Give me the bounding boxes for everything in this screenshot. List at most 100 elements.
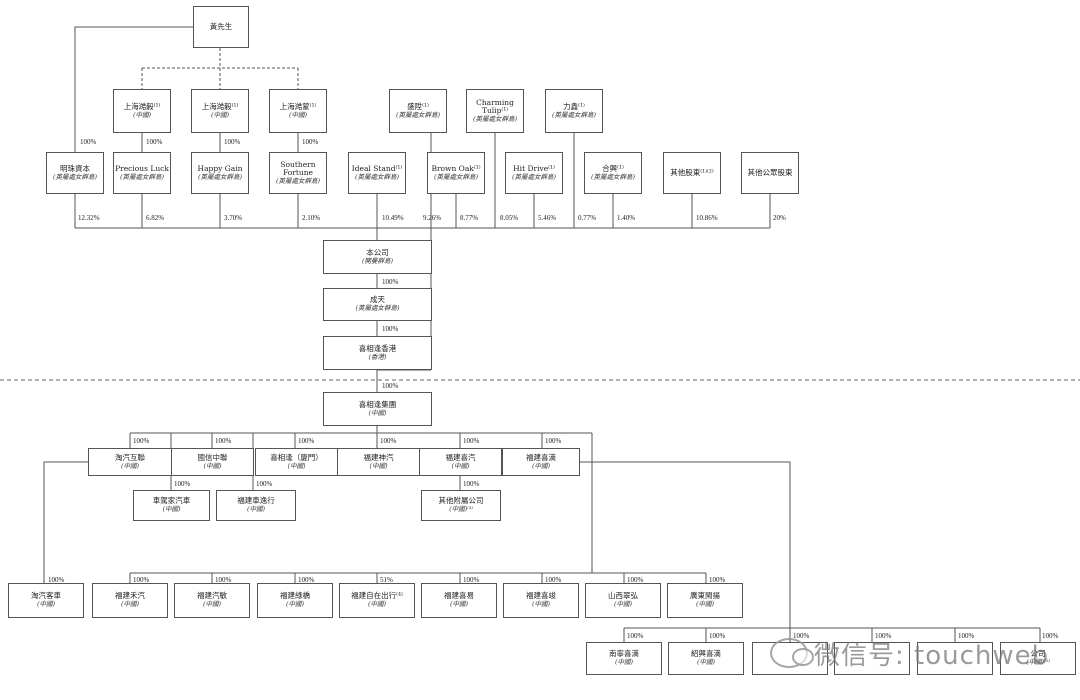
watermark-text: 微信号: touchweb <box>814 640 1050 671</box>
box-name: 福建喜汽 <box>445 452 476 462</box>
box-name: 廣東閩揚 <box>690 591 720 601</box>
pct-label: 100% <box>463 480 480 488</box>
box-group: 喜相逢集團 (中國) <box>323 392 432 426</box>
pct-label: 100% <box>224 138 241 146</box>
box-huang: 黃先生 <box>193 6 249 48</box>
pct-label: 100% <box>463 576 480 584</box>
pct-label: 100% <box>174 480 191 488</box>
pct-label: 5.46% <box>538 214 557 222</box>
box-name: 福建喜竣 <box>526 591 556 601</box>
box-jurisdiction: (中國) <box>696 658 716 667</box>
box-jurisdiction: (英屬處女群島) <box>395 110 441 119</box>
pct-label: 100% <box>256 480 273 488</box>
pct-label: 100% <box>215 576 232 584</box>
pct-label: 100% <box>382 382 399 390</box>
box-shaoxing: 紹興喜滴 (中國) <box>668 642 744 675</box>
box-jurisdiction: (中國) <box>369 461 388 470</box>
box-sh-haoli: 上海澔毅⁽¹⁾ (中國) <box>191 89 249 133</box>
box-jurisdiction: (香港) <box>368 352 387 361</box>
box-sh-haomeng: 上海澔蒙⁽¹⁾ (中國) <box>269 89 327 133</box>
box-name: 南寧喜滴 <box>609 649 639 659</box>
box-name: 福建綠橋 <box>280 591 310 601</box>
box-southern-fortune: Southern Fortune (英屬處女群島) <box>269 152 327 194</box>
pct-label: 20% <box>773 214 786 222</box>
box-jurisdiction: (中國) <box>132 110 152 119</box>
pct-label: 100% <box>709 632 726 640</box>
box-brown-oak: Brown Oak⁽¹⁾ (英屬處女群島) <box>427 152 485 194</box>
box-jurisdiction: (中國) <box>162 505 181 514</box>
pct-label: 0.77% <box>578 214 597 222</box>
box-sub-2 <box>834 642 910 675</box>
box-jurisdiction: (中國) <box>531 461 551 470</box>
box-mingzhu: 明珠資本 (英屬處女群島) <box>46 152 104 194</box>
box-luqiao: 福建綠橋 (中國) <box>257 583 333 618</box>
box-name: 力鑫⁽¹⁾ <box>563 101 585 111</box>
pct-label: 10.49% <box>382 214 404 222</box>
box-name: 上海澔毅⁽¹⁾ <box>123 101 161 111</box>
pct-label: 100% <box>793 632 810 640</box>
box-jurisdiction: (中國) <box>613 600 633 609</box>
box-name: 福建神汽 <box>363 452 394 462</box>
box-name: Happy Gain <box>197 163 243 173</box>
box-xiyue: 福建喜易 (中國) <box>421 583 497 618</box>
pct-label: 100% <box>380 437 397 445</box>
pct-label: 100% <box>146 138 163 146</box>
box-zizai: 福建自在出行⁽⁴⁾ (中國) <box>339 583 415 618</box>
box-jurisdiction: (中國) <box>695 600 715 609</box>
box-jurisdiction: (英屬處女群島) <box>433 172 479 181</box>
pct-label: 100% <box>133 576 150 584</box>
box-jurisdiction: (中國) <box>246 505 266 514</box>
box-sub-3 <box>917 642 993 675</box>
box-shengsheng: 盛陞⁽¹⁾ (英屬處女群島) <box>389 89 447 133</box>
connector <box>74 26 193 152</box>
pct-label: 100% <box>627 576 644 584</box>
box-jurisdiction: (中國) <box>285 600 305 609</box>
watermark: 微信号: touchweb <box>770 630 1070 676</box>
box-happy-gain: Happy Gain (英屬處女群島) <box>191 152 249 194</box>
box-name: 紹興喜滴 <box>691 649 721 659</box>
box-jurisdiction: (開曼群島) <box>361 256 394 265</box>
box-jurisdiction: (中國) <box>287 461 306 470</box>
pct-label: 100% <box>215 437 232 445</box>
box-name: 喜相逢集團 <box>358 399 397 409</box>
box-name: 其他附屬公司 <box>438 496 484 506</box>
pct-label: 8.05% <box>500 214 519 222</box>
box-charming-tulip: Charming Tulip⁽¹⁾ (英屬處女群島) <box>466 89 524 133</box>
box-jurisdiction: (英屬處女群島) <box>472 114 518 123</box>
pct-label: 100% <box>382 278 399 286</box>
pct-label: 9.26% <box>423 214 442 222</box>
box-jurisdiction: (英屬處女群島) <box>119 172 165 181</box>
box-guangdong: 廣東閩揚 (中國) <box>667 583 743 618</box>
box-name: 盛陞⁽¹⁾ <box>407 101 429 111</box>
box-name: 黃先生 <box>209 21 233 31</box>
box-company: 本公司 (開曼群島) <box>323 240 432 274</box>
pct-label: 100% <box>302 138 319 146</box>
box-jurisdiction: (英屬處女群島) <box>197 172 243 181</box>
box-name: 福建禾汽 <box>115 591 145 601</box>
pct-label: 1.40% <box>617 214 636 222</box>
pct-label: 100% <box>298 437 315 445</box>
box-jurisdiction: (中國) <box>36 600 56 609</box>
pct-label: 12.32% <box>78 214 100 222</box>
box-cheyi: 福建車逸行 (中國) <box>216 490 296 521</box>
box-jurisdiction: (中國) <box>203 461 222 470</box>
box-hk: 喜相逢香港 (香港) <box>323 336 432 370</box>
box-name: Hit Drive⁽¹⁾ <box>513 163 555 173</box>
box-name: 其他股東⁽¹⁾⁽²⁾ <box>670 167 714 177</box>
pct-label: 100% <box>875 632 892 640</box>
box-lixin: 力鑫⁽¹⁾ (英屬處女群島) <box>545 89 603 133</box>
box-name: 本公司 <box>366 247 389 257</box>
pct-label: 10.86% <box>696 214 718 222</box>
pct-label: 6.82% <box>146 214 165 222</box>
box-chengtian: 成天 (英屬處女群島) <box>323 288 432 321</box>
box-jurisdiction: (中國)⁽⁵⁾ <box>1026 658 1050 667</box>
box-jurisdiction: (英屬處女群島) <box>275 176 321 185</box>
box-name: 國信中聯 <box>197 452 228 462</box>
box-taoqi-hulian: 淘汽互聯 (中國) <box>88 448 172 476</box>
dashed-control-lines <box>141 48 299 89</box>
box-xijun: 福建喜竣 (中國) <box>503 583 579 618</box>
pct-label: 51% <box>380 576 393 584</box>
box-name: 喜相逢（廈門） <box>270 452 323 462</box>
box-name: 福建自在出行⁽⁴⁾ <box>351 591 403 601</box>
